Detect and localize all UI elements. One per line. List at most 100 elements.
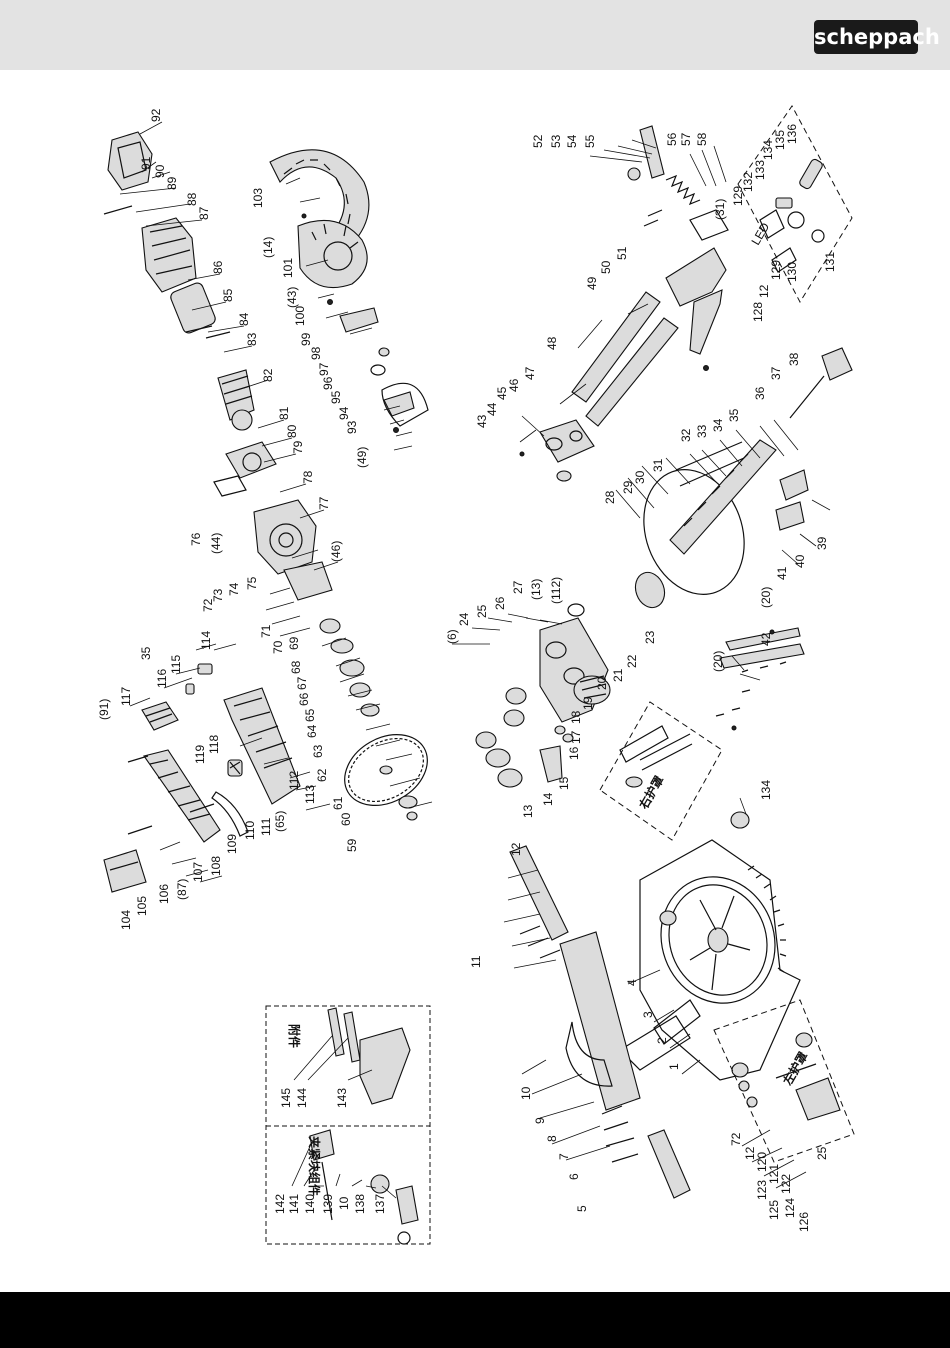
label-75: 75 bbox=[245, 576, 259, 590]
label-113: 113 bbox=[303, 785, 317, 804]
label-31p: (31) bbox=[713, 199, 727, 220]
part-labels: 92 91 90 89 88 87 86 85 84 83 82 81 80 7… bbox=[97, 108, 837, 1232]
label-142: 142 bbox=[273, 1194, 287, 1214]
label-44p: (44) bbox=[209, 533, 223, 554]
label-clamp-assembly: 夹紧块组件 bbox=[307, 1136, 322, 1196]
label-47: 47 bbox=[523, 366, 537, 380]
label-31: 31 bbox=[651, 458, 665, 472]
label-12l: 12 bbox=[757, 284, 771, 298]
label-20q: (20) bbox=[711, 651, 725, 672]
label-101: 101 bbox=[281, 258, 295, 278]
label-49: 49 bbox=[585, 276, 599, 290]
label-21: 21 bbox=[611, 668, 625, 682]
label-117: 117 bbox=[119, 687, 133, 706]
label-51: 51 bbox=[615, 246, 629, 260]
label-92: 92 bbox=[149, 108, 163, 122]
label-13: 13 bbox=[521, 804, 535, 818]
label-66: 66 bbox=[297, 692, 311, 706]
label-19: 19 bbox=[581, 696, 595, 710]
label-11: 11 bbox=[469, 955, 483, 968]
label-43p: (43) bbox=[285, 287, 299, 308]
label-125: 125 bbox=[767, 1200, 781, 1220]
label-74: 74 bbox=[227, 582, 241, 596]
label-16: 16 bbox=[567, 746, 581, 760]
label-83: 83 bbox=[245, 332, 259, 346]
label-126: 126 bbox=[797, 1212, 811, 1232]
label-129: 129 bbox=[731, 186, 745, 206]
label-130: 130 bbox=[785, 262, 799, 282]
label-93: 93 bbox=[345, 420, 359, 434]
left-guard-parts bbox=[738, 1063, 841, 1121]
label-112p: (112) bbox=[549, 577, 563, 604]
group-labels: 右护罩 左护罩 附件 夹紧块组件 bbox=[287, 773, 811, 1196]
turntable-base-assembly bbox=[475, 347, 853, 1199]
label-129b: 129 bbox=[769, 260, 783, 280]
label-112: 112 bbox=[287, 771, 301, 790]
label-136: 136 bbox=[785, 124, 799, 144]
handle-assembly bbox=[103, 663, 301, 893]
label-100: 100 bbox=[293, 306, 307, 326]
label-121: 121 bbox=[767, 1164, 781, 1184]
label-62: 62 bbox=[315, 768, 329, 782]
label-124: 124 bbox=[783, 1198, 797, 1218]
label-53: 53 bbox=[549, 134, 563, 148]
label-134: 134 bbox=[759, 780, 773, 800]
label-72: 72 bbox=[201, 598, 215, 612]
label-119: 119 bbox=[193, 745, 207, 764]
label-58: 58 bbox=[695, 132, 709, 146]
accessory-clamp-box bbox=[265, 1005, 431, 1245]
label-107: 107 bbox=[191, 862, 205, 882]
label-143: 143 bbox=[335, 1088, 349, 1108]
label-108: 108 bbox=[209, 856, 223, 876]
label-134l: 134 bbox=[761, 140, 775, 160]
label-5: 5 bbox=[575, 1205, 589, 1212]
label-98: 98 bbox=[309, 346, 323, 360]
label-49p: (49) bbox=[355, 447, 369, 468]
label-139: 139 bbox=[321, 1194, 335, 1214]
label-69: 69 bbox=[287, 636, 301, 650]
label-14p: (14) bbox=[261, 237, 275, 258]
label-91: 91 bbox=[139, 156, 153, 170]
label-65p: (65) bbox=[273, 811, 287, 832]
label-32: 32 bbox=[679, 428, 693, 442]
label-48: 48 bbox=[545, 336, 559, 350]
label-61: 61 bbox=[331, 796, 345, 810]
label-12: 12 bbox=[509, 842, 523, 856]
label-114: 114 bbox=[199, 631, 213, 650]
label-71: 71 bbox=[259, 624, 273, 638]
label-104: 104 bbox=[119, 910, 133, 930]
label-81: 81 bbox=[277, 406, 291, 420]
label-54: 54 bbox=[565, 134, 579, 148]
label-82: 82 bbox=[261, 368, 275, 382]
label-123: 123 bbox=[755, 1180, 769, 1200]
right-guard-parts bbox=[619, 725, 693, 788]
label-18: 18 bbox=[569, 710, 583, 724]
label-135: 135 bbox=[773, 130, 787, 150]
label-68: 68 bbox=[289, 660, 303, 674]
label-67: 67 bbox=[295, 676, 309, 690]
label-133: 133 bbox=[753, 160, 767, 180]
label-103: 103 bbox=[251, 188, 265, 208]
label-88: 88 bbox=[185, 192, 199, 206]
label-55: 55 bbox=[583, 134, 597, 148]
label-22: 22 bbox=[625, 654, 639, 668]
clamp-parts bbox=[309, 1129, 419, 1245]
label-26: 26 bbox=[493, 596, 507, 610]
label-38: 38 bbox=[787, 352, 801, 366]
label-144: 144 bbox=[295, 1088, 309, 1108]
label-36: 36 bbox=[753, 386, 767, 400]
label-56: 56 bbox=[665, 132, 679, 146]
motor-blade-assembly bbox=[103, 131, 428, 821]
label-37: 37 bbox=[769, 366, 783, 380]
label-90: 90 bbox=[153, 164, 167, 178]
label-8: 8 bbox=[545, 1135, 559, 1142]
label-28: 28 bbox=[603, 490, 617, 504]
leader-lines bbox=[119, 121, 831, 1199]
label-132: 132 bbox=[741, 172, 755, 192]
label-15: 15 bbox=[557, 776, 571, 790]
label-137: 137 bbox=[373, 1194, 387, 1214]
label-115: 115 bbox=[169, 655, 183, 674]
label-46p: (46) bbox=[329, 541, 343, 562]
label-33: 33 bbox=[695, 424, 709, 438]
label-94: 94 bbox=[337, 406, 351, 420]
